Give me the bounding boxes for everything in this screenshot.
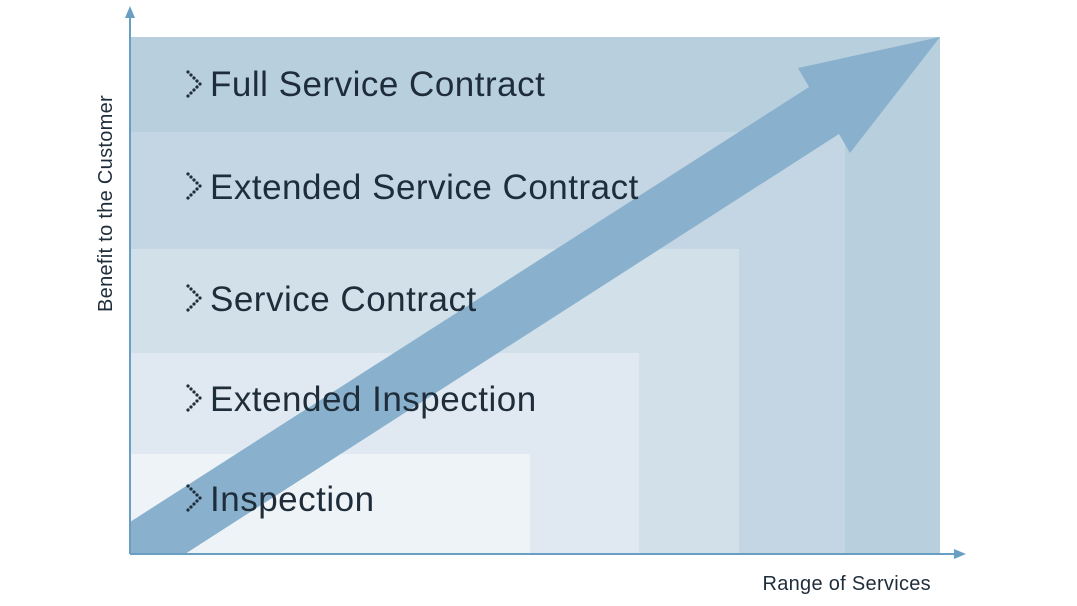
level-2-item: Extended Inspection (186, 380, 536, 419)
level-label: Full Service Contract (210, 65, 545, 104)
level-3-item: Service Contract (186, 280, 476, 319)
x-axis-arrowhead (954, 549, 966, 559)
level-5-item: Full Service Contract (186, 65, 545, 104)
y-axis-arrowhead (125, 6, 135, 18)
level-4-item: Extended Service Contract (186, 168, 638, 207)
y-axis-label: Benefit to the Customer (95, 95, 117, 312)
dotted-chevron-icon (186, 172, 202, 200)
growth-arrow (130, 37, 940, 554)
level-label: Service Contract (210, 280, 477, 319)
level-label: Extended Service Contract (210, 168, 639, 207)
dotted-chevron-icon (186, 284, 202, 312)
dotted-chevron-icon (186, 384, 202, 412)
x-axis-label: Range of Services (762, 573, 931, 595)
dotted-chevron-icon (186, 484, 202, 512)
level-label: Inspection (210, 480, 375, 519)
level-1-item: Inspection (186, 480, 374, 519)
level-label: Extended Inspection (210, 380, 537, 419)
dotted-chevron-icon (186, 70, 202, 98)
